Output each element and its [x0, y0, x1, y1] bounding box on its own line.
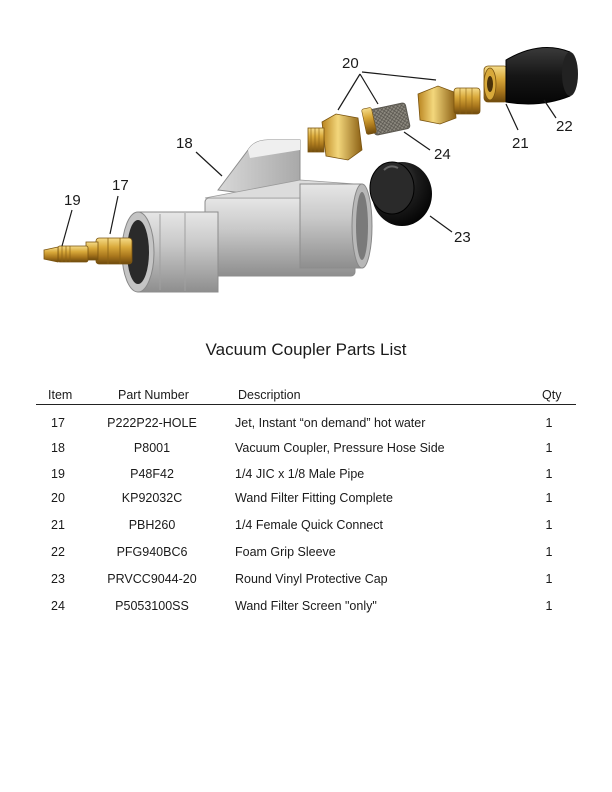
- jet-fitting: [85, 237, 133, 265]
- callout-22: 22: [556, 118, 573, 135]
- description: Round Vinyl Protective Cap: [235, 572, 388, 586]
- description: Foam Grip Sleeve: [235, 545, 336, 559]
- part-number: PFG940BC6: [116, 545, 188, 559]
- jic-fitting: [43, 245, 89, 263]
- item-number: 23: [51, 572, 65, 586]
- description: Wand Filter Fitting Complete: [235, 491, 393, 505]
- quantity: 1: [545, 441, 553, 455]
- item-number: 19: [51, 467, 65, 481]
- quantity: 1: [545, 416, 553, 430]
- leader-lines: [61, 71, 557, 247]
- part-number: P222P22-HOLE: [107, 416, 197, 430]
- part-number: P8001: [133, 441, 171, 455]
- part-number: P48F42: [130, 467, 174, 481]
- quantity: 1: [545, 599, 553, 613]
- description: Vacuum Coupler, Pressure Hose Side: [235, 441, 445, 455]
- item-number: 18: [51, 441, 65, 455]
- table-row: 19 P48F42 1/4 JIC x 1/8 Male Pipe 1: [0, 467, 612, 485]
- callout-21: 21: [512, 135, 529, 152]
- quantity: 1: [545, 491, 553, 505]
- callout-18: 18: [176, 135, 193, 152]
- quantity: 1: [545, 545, 553, 559]
- part-number: KP92032C: [121, 491, 183, 505]
- header-qty: Qty: [542, 388, 562, 402]
- callout-24: 24: [434, 146, 451, 163]
- header-divider: [36, 404, 576, 405]
- table-row: 17 P222P22-HOLE Jet, Instant “on demand”…: [0, 416, 612, 434]
- item-number: 17: [51, 416, 65, 430]
- foam-grip: [505, 47, 578, 105]
- table-row: 20 KP92032C Wand Filter Fitting Complete…: [0, 491, 612, 509]
- table-header: Item Part Number Description Qty: [0, 388, 612, 404]
- filter-fitting-right: [417, 85, 481, 125]
- parts-diagram: 20 18 17 19 22 21 24 23: [0, 0, 612, 320]
- table-row: 18 P8001 Vacuum Coupler, Pressure Hose S…: [0, 441, 612, 459]
- part-number: PBH260: [128, 518, 176, 532]
- description: Wand Filter Screen "only": [235, 599, 377, 613]
- description: 1/4 Female Quick Connect: [235, 518, 383, 532]
- table-row: 22 PFG940BC6 Foam Grip Sleeve 1: [0, 545, 612, 563]
- page-title: Vacuum Coupler Parts List: [205, 340, 407, 359]
- item-number: 21: [51, 518, 65, 532]
- callout-17: 17: [112, 177, 129, 194]
- callout-23: 23: [454, 229, 471, 246]
- header-part-number: Part Number: [118, 388, 189, 402]
- quantity: 1: [545, 572, 553, 586]
- exploded-view: [43, 47, 578, 293]
- filter-screen: [361, 102, 411, 136]
- quick-connect: [483, 65, 509, 103]
- header-description: Description: [238, 388, 301, 402]
- table-row: 23 PRVCC9044-20 Round Vinyl Protective C…: [0, 572, 612, 590]
- quantity: 1: [545, 467, 553, 481]
- description: 1/4 JIC x 1/8 Male Pipe: [235, 467, 365, 481]
- part-number: PRVCC9044-20: [107, 572, 197, 586]
- item-number: 24: [51, 599, 65, 613]
- callout-20: 20: [342, 55, 359, 72]
- item-number: 22: [51, 545, 65, 559]
- description: Jet, Instant “on demand” hot water: [235, 416, 426, 430]
- part-number: P5053100SS: [115, 599, 189, 613]
- protective-cap: [369, 161, 432, 226]
- callout-19: 19: [64, 192, 81, 209]
- quantity: 1: [545, 518, 553, 532]
- item-number: 20: [51, 491, 65, 505]
- filter-fitting-left: [307, 113, 363, 161]
- table-row: 21 PBH260 1/4 Female Quick Connect 1: [0, 518, 612, 536]
- vacuum-coupler-body: [121, 139, 373, 293]
- table-row: 24 P5053100SS Wand Filter Screen "only" …: [0, 599, 612, 617]
- header-item: Item: [48, 388, 73, 402]
